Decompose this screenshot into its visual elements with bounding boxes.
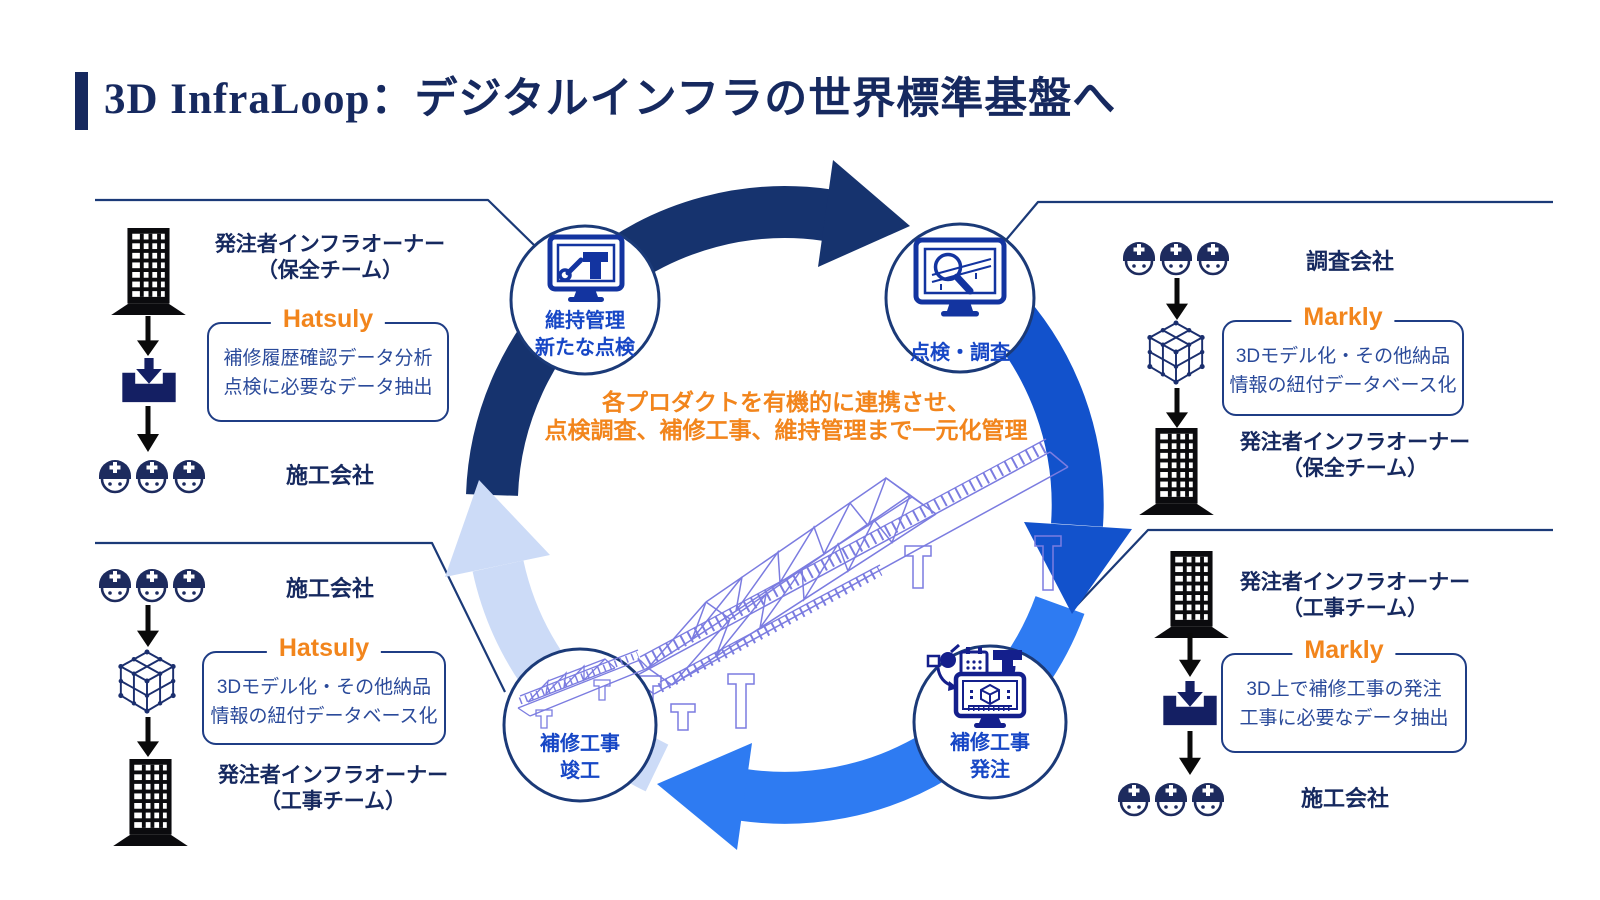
- workers-icon: [96, 563, 208, 603]
- product-description: 補修履歴確認データ分析 点検に必要なデータ抽出: [209, 344, 447, 402]
- down-arrow-icon: [1166, 278, 1188, 320]
- cube-icon: [116, 649, 178, 715]
- panel-top-right: 調査会社 Markly 3Dモデル化・その他納品 情報の紐付データベース化 発注…: [1100, 220, 1520, 520]
- down-arrow-icon: [1179, 731, 1201, 775]
- down-arrow-icon: [1179, 633, 1201, 677]
- product-description-line: 3Dモデル化・その他納品: [216, 677, 432, 698]
- product-description: 3Dモデル化・その他納品 情報の紐付データベース化: [1224, 342, 1462, 400]
- actor-name: 発注者インフラオーナー: [217, 764, 449, 787]
- bridge-illustration: [631, 438, 1069, 731]
- pale-arc-arrowhead: [445, 480, 550, 577]
- workers-icon: [1115, 777, 1227, 817]
- panel-actor-top: 調査会社: [1305, 249, 1394, 274]
- down-arrow-icon: [137, 316, 159, 356]
- download-tray-icon: [122, 358, 176, 404]
- product-box: Hatsuly 補修履歴確認データ分析 点検に必要なデータ抽出: [207, 307, 449, 422]
- building-icon: [112, 759, 189, 847]
- cube-icon: [1145, 320, 1207, 386]
- center-message-line2: 点検調査、補修工事、維持管理まで一元化管理: [544, 417, 1028, 443]
- panel-connector-top-left: [95, 198, 535, 246]
- node-label-line: 補修工事: [950, 732, 1030, 754]
- monitor-magnifier-icon: [913, 237, 1007, 317]
- product-box: Markly 3Dモデル化・その他納品 情報の紐付データベース化: [1222, 305, 1464, 416]
- node-label-maintenance: 維持管理 新たな点検: [500, 308, 670, 362]
- node-label-repair-order: 補修工事 発注: [905, 730, 1075, 784]
- actor-sub: （工事チーム）: [1281, 597, 1429, 620]
- actor-name: 発注者インフラオーナー: [1239, 431, 1471, 454]
- product-description-line: 補修履歴確認データ分析: [223, 348, 433, 369]
- product-name: Hatsuly: [266, 636, 382, 661]
- page-title: 3D InfraLoop：デジタルインフラの世界標準基盤へ: [104, 76, 1117, 123]
- product-description-line: 3Dモデル化・その他納品: [1235, 346, 1451, 367]
- node-label-line: 点検・調査: [910, 342, 1010, 364]
- monitor-cube-icon: [926, 643, 1027, 728]
- product-box: Markly 3D上で補修工事の発注 工事に必要なデータ抽出: [1221, 638, 1467, 753]
- actor-name: 発注者インフラオーナー: [214, 233, 446, 256]
- down-arrow-icon: [137, 717, 159, 757]
- monitor-wrench-icon: [547, 234, 625, 302]
- actor-sub: （保全チーム）: [256, 259, 404, 282]
- down-arrow-icon: [137, 406, 159, 452]
- bridge-icon: [517, 649, 649, 729]
- node-label-inspection: 点検・調査: [875, 340, 1045, 367]
- panel-actor-top: 発注者インフラオーナー （保全チーム）: [195, 232, 465, 284]
- building-icon: [110, 228, 187, 316]
- product-description-line: 情報の紐付データベース化: [1229, 375, 1457, 396]
- bright-arc-arrowhead: [657, 743, 752, 850]
- node-label-repair-completion: 補修工事 竣工: [495, 731, 665, 785]
- node-label-line: 補修工事: [540, 733, 620, 755]
- down-arrow-icon: [137, 605, 159, 647]
- product-name: Markly: [1292, 638, 1396, 663]
- node-label-line: 新たな点検: [535, 337, 635, 359]
- center-message-line1: 各プロダクトを有機的に連携させ、: [602, 389, 970, 415]
- product-description: 3D上で補修工事の発注 工事に必要なデータ抽出: [1223, 675, 1465, 733]
- product-name: Markly: [1291, 305, 1395, 330]
- node-label-line: 竣工: [560, 760, 600, 782]
- node-label-line: 発注: [970, 759, 1010, 781]
- product-description-line: 情報の紐付データベース化: [210, 706, 438, 727]
- workers-icon: [1120, 236, 1232, 276]
- product-description-line: 点検に必要なデータ抽出: [223, 377, 433, 398]
- panel-actor-bottom: 施工会社: [1300, 786, 1389, 811]
- product-name: Hatsuly: [270, 307, 386, 332]
- dark-arc-arrowhead: [818, 160, 910, 267]
- node-label-line: 維持管理: [545, 310, 625, 332]
- product-description-line: 3D上で補修工事の発注: [1246, 679, 1442, 700]
- panel-connector-top-right: [1005, 200, 1553, 241]
- panel-actor-bottom: 発注者インフラオーナー （工事チーム）: [193, 763, 473, 815]
- product-description-line: 工事に必要なデータ抽出: [1239, 708, 1449, 729]
- workers-icon: [96, 454, 208, 494]
- building-icon: [1153, 551, 1230, 639]
- title-accent-bar: [75, 72, 88, 130]
- panel-actor-top: 施工会社: [285, 576, 374, 601]
- actor-sub: （保全チーム）: [1281, 457, 1429, 480]
- download-tray-icon: [1163, 681, 1217, 727]
- center-message: 各プロダクトを有機的に連携させ、 点検調査、補修工事、維持管理まで一元化管理: [480, 388, 1092, 444]
- actor-name: 発注者インフラオーナー: [1239, 571, 1471, 594]
- building-icon: [1138, 428, 1215, 516]
- panel-actor-bottom: 発注者インフラオーナー （保全チーム）: [1215, 430, 1495, 482]
- panel-actor-bottom: 施工会社: [285, 463, 374, 488]
- royal-arc-arrowhead: [1024, 522, 1132, 614]
- panel-bottom-right: 発注者インフラオーナー （工事チーム） Markly 3D上で補修工事の発注 工…: [1095, 545, 1515, 845]
- panel-top-left: 発注者インフラオーナー （保全チーム） Hatsuly 補修履歴確認データ分析 …: [80, 220, 500, 520]
- panel-bottom-left: 施工会社 Hatsuly 3Dモデル化・その他納品 情報の紐付データベース化 発…: [80, 545, 500, 845]
- actor-sub: （工事チーム）: [259, 790, 407, 813]
- panel-actor-top: 発注者インフラオーナー （工事チーム）: [1220, 570, 1490, 622]
- panel-connector-bottom-left: [95, 541, 506, 693]
- product-description: 3Dモデル化・その他納品 情報の紐付データベース化: [204, 673, 444, 731]
- product-box: Hatsuly 3Dモデル化・その他納品 情報の紐付データベース化: [202, 636, 446, 745]
- down-arrow-icon: [1166, 388, 1188, 428]
